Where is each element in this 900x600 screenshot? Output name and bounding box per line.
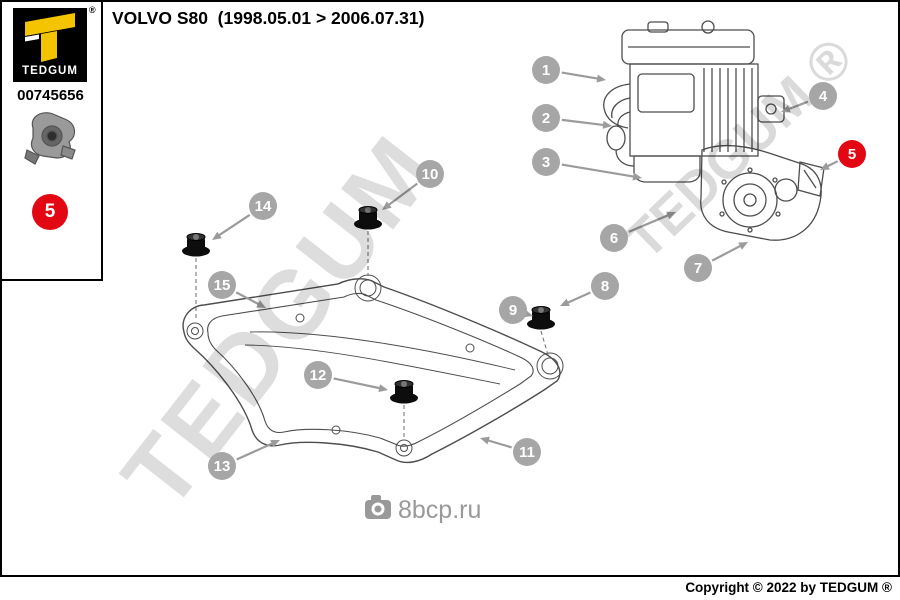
camera-icon	[365, 495, 391, 519]
logo-brand-text: TEDGUM	[22, 65, 78, 77]
part-thumbnail	[24, 112, 76, 165]
engine-drawing	[603, 20, 825, 241]
part-position-badge: 5	[32, 194, 68, 230]
part-number: 00745656	[17, 87, 84, 104]
copyright-text: Copyright © 2022 by TEDGUM ®	[685, 580, 892, 595]
photo-site-label: 8bcp.ru	[398, 496, 481, 524]
bushing-9	[527, 306, 555, 330]
bushing-12	[390, 380, 418, 404]
bushing-14	[182, 233, 210, 257]
callout-arrows	[212, 71, 839, 461]
registered-trademark: ®	[89, 5, 96, 15]
part-info-sidebar: TEDGUM ® 00745656 5	[0, 0, 103, 281]
subframe-drawing	[182, 274, 564, 464]
bushing-parts	[182, 206, 555, 404]
bushing-10	[354, 206, 382, 230]
vehicle-title: VOLVO S80 (1998.05.01 > 2006.07.31)	[112, 8, 425, 28]
tedgum-logo-icon: TEDGUM	[13, 8, 87, 82]
photo-watermark: 8bcp.ru	[365, 495, 481, 524]
watermark-main: TEDGUM	[102, 115, 457, 528]
assembly-guides	[195, 231, 549, 438]
